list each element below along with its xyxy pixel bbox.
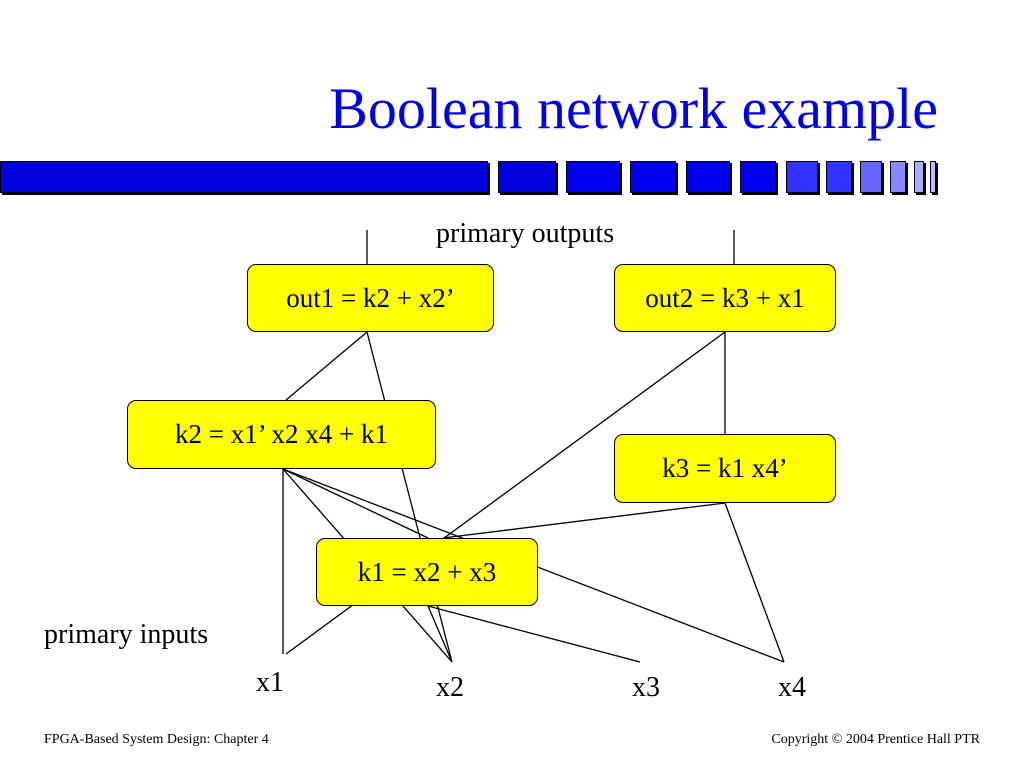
input-x4: x4 (778, 672, 806, 703)
node-out1: out1 = k2 + x2’ (247, 264, 494, 332)
input-x2: x2 (436, 672, 464, 703)
edge-k1-x3 (427, 605, 641, 663)
footer-right: Copyright © 2004 Prentice Hall PTR (771, 732, 980, 747)
node-k2: k2 = x1’ x2 x4 + k1 (127, 400, 436, 469)
input-x3: x3 (632, 672, 660, 703)
slide-title: Boolean network example (329, 76, 938, 141)
node-k1: k1 = x2 + x3 (316, 538, 538, 606)
edge-k3-x4 (724, 502, 785, 663)
input-x1: x1 (256, 667, 284, 698)
edge-k1-x2 (427, 605, 453, 663)
node-k3: k3 = k1 x4’ (614, 434, 836, 503)
edge-k2-k1 (282, 468, 429, 539)
primary-inputs-label: primary inputs (44, 619, 209, 650)
edge-out1-k2 (285, 331, 368, 401)
edge-k3-k1 (442, 502, 726, 539)
decorative-header-bar (0, 161, 944, 193)
footer-left: FPGA-Based System Design: Chapter 4 (44, 732, 269, 747)
node-out2: out2 = k3 + x1 (614, 264, 836, 332)
primary-outputs-label: primary outputs (436, 218, 615, 249)
edge-out1-x2 (366, 331, 453, 663)
